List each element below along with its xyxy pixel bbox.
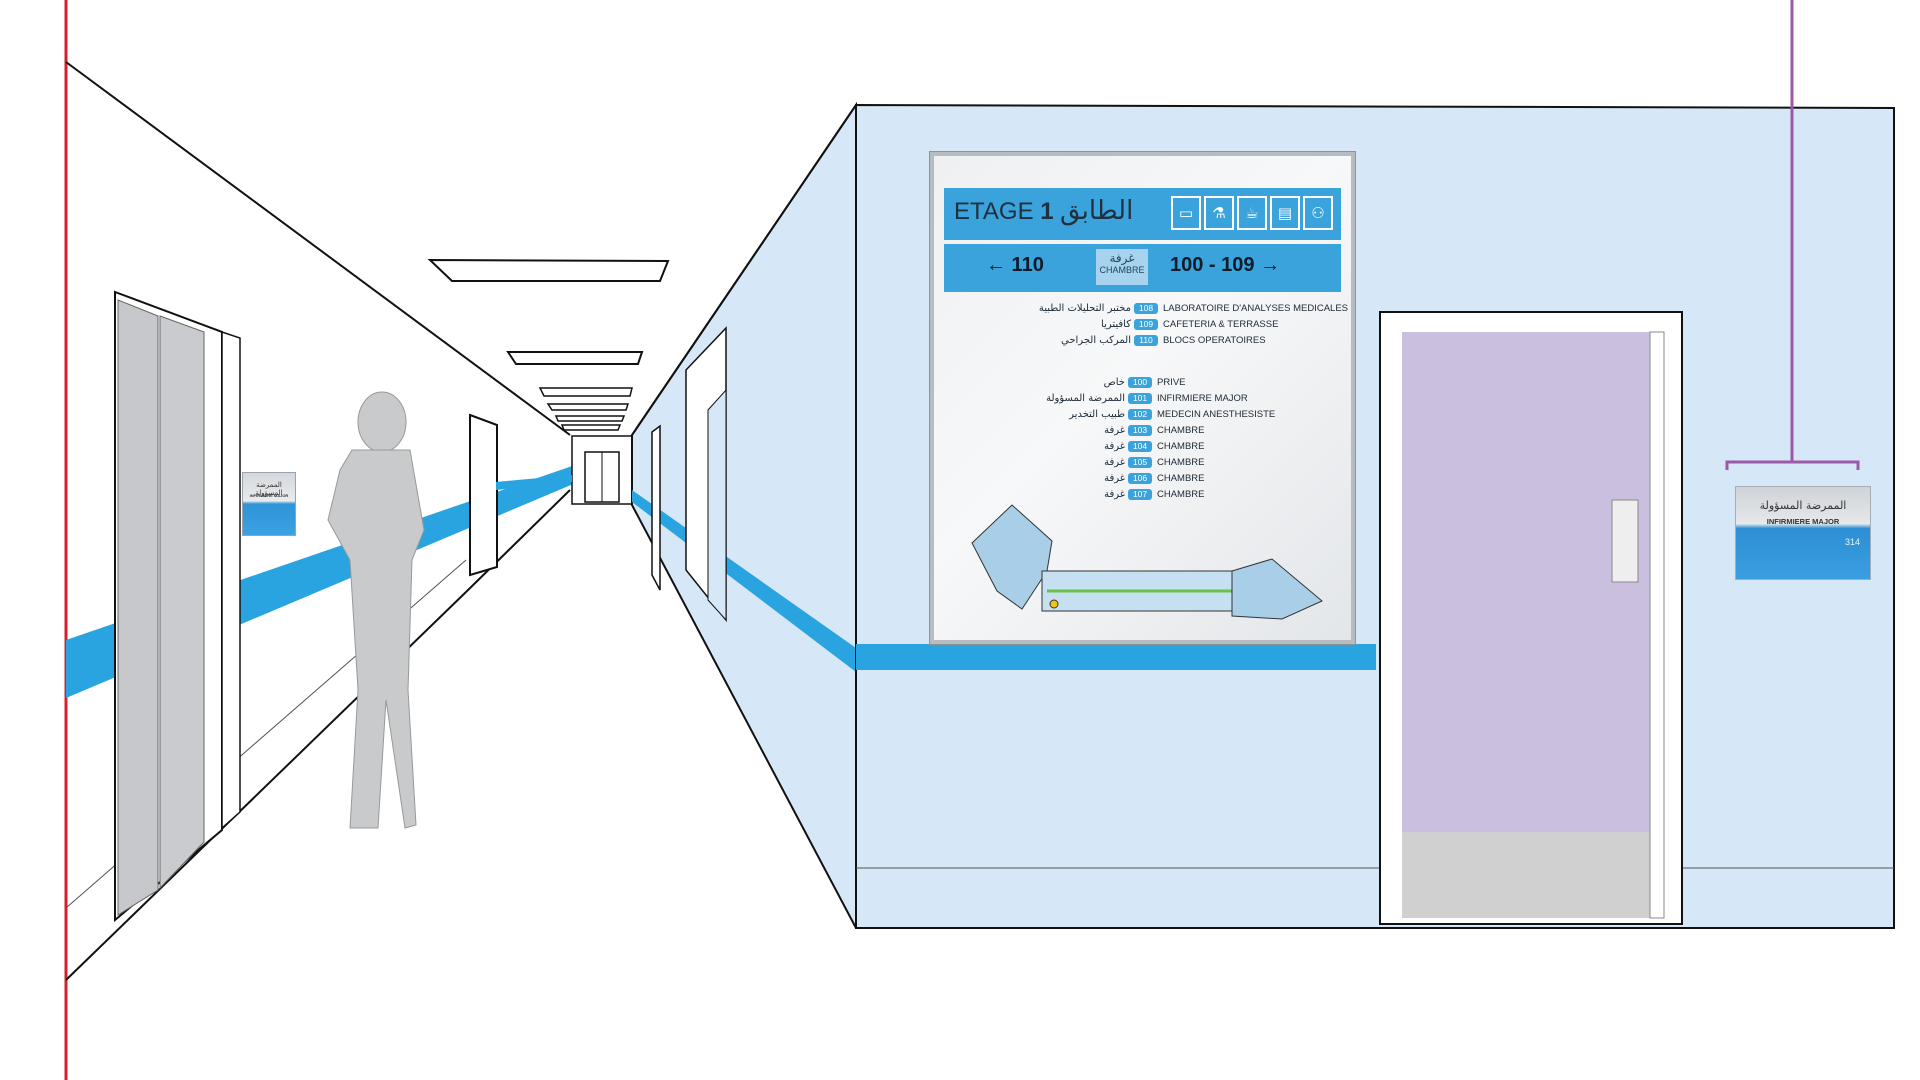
nav-right-arrow-text: 100 - 109 → bbox=[1170, 254, 1281, 276]
etage-number: 1 bbox=[1040, 198, 1054, 225]
row-ar: كافيتريا bbox=[1101, 319, 1131, 330]
ceiling-light-6 bbox=[560, 424, 622, 431]
plate-title-ar: الممرضة المسؤولة bbox=[1759, 499, 1847, 512]
etage-text: ETAGE bbox=[954, 198, 1034, 225]
row-ar: غرفة bbox=[1104, 457, 1125, 468]
plate-room-number: 314 bbox=[1844, 537, 1860, 547]
floor-plan-east-wing bbox=[1231, 558, 1323, 620]
left-door-2 bbox=[469, 413, 498, 577]
people-icon: ⚇ bbox=[1303, 196, 1333, 230]
lift-door-right bbox=[159, 315, 205, 890]
floor-plan-west-wing bbox=[971, 504, 1053, 610]
floor-plan-map bbox=[971, 504, 1323, 620]
left-door-3 bbox=[221, 330, 241, 830]
row-ar: المركب الجراحي bbox=[1061, 335, 1131, 346]
ceiling-light-5 bbox=[554, 415, 626, 422]
row-num: 102 bbox=[1128, 409, 1152, 420]
right-door-3 bbox=[707, 388, 727, 622]
row-ar: غرفة bbox=[1104, 473, 1125, 484]
plate-title-fr: INFIRMIERE MAJOR bbox=[1766, 517, 1840, 526]
ceiling-light-4 bbox=[546, 403, 630, 411]
row-fr: BLOCS OPERATOIRES bbox=[1163, 335, 1266, 347]
door-jamb bbox=[1649, 331, 1665, 919]
ceiling-light-3 bbox=[538, 387, 633, 397]
row-fr: CHAMBRE bbox=[1157, 457, 1205, 469]
far-plate-title-fr: INFIRMIERE MAJOR bbox=[249, 493, 289, 498]
row-num: 108 bbox=[1134, 303, 1158, 314]
row-ar: مختبر التحليلات الطبية bbox=[1038, 303, 1131, 314]
room-door-plate: الممرضة المسؤولة INFIRMIERE MAJOR 314 bbox=[1735, 486, 1871, 580]
ceiling-light-1 bbox=[427, 258, 670, 282]
row-num: 101 bbox=[1128, 393, 1152, 404]
directory-nav-bar: ← 110 غرفة CHAMBRE 100 - 109 → bbox=[944, 244, 1341, 292]
row-fr: CHAMBRE bbox=[1157, 441, 1205, 453]
floor-label: ETAGE 1 bbox=[954, 198, 1054, 226]
far-plate-title-ar: الممرضة المسؤولة bbox=[255, 481, 283, 497]
directory-pictograms: ▭ ⚗ ☕ ▤ ⚇ bbox=[1171, 196, 1333, 230]
corridor-end-stripe-left bbox=[496, 475, 572, 490]
door-handle-plate[interactable] bbox=[1611, 499, 1639, 583]
right-corridor-ceiling-edge bbox=[631, 104, 857, 436]
row-ar: غرفة bbox=[1104, 425, 1125, 436]
row-fr: LABORATOIRE D'ANALYSES MEDICALES bbox=[1163, 303, 1349, 315]
nav-left-arrow-text: ← 110 bbox=[986, 254, 1044, 276]
row-num: 100 bbox=[1128, 377, 1152, 388]
door-kickplate bbox=[1402, 832, 1650, 918]
lift-door-left bbox=[117, 299, 159, 916]
nav-room-label-fr: CHAMBRE bbox=[1099, 265, 1145, 275]
floor-plan-marker bbox=[1049, 599, 1059, 609]
row-num: 107 bbox=[1128, 489, 1152, 500]
door-leaf bbox=[1402, 332, 1650, 832]
row-fr: CHAMBRE bbox=[1157, 489, 1205, 501]
directory-header: ETAGE 1 الطابق ▭ ⚗ ☕ ▤ ⚇ bbox=[944, 188, 1341, 240]
row-fr: CHAMBRE bbox=[1157, 425, 1205, 437]
row-fr: CAFETERIA & TERRASSE bbox=[1163, 319, 1279, 331]
main-wall-stripe bbox=[856, 644, 1376, 670]
row-num: 109 bbox=[1134, 319, 1158, 330]
ceiling-light-2 bbox=[506, 351, 644, 365]
left-wall-top-edge bbox=[65, 61, 571, 436]
nav-room-label-ar: غرفة bbox=[1109, 251, 1135, 265]
nav-room-label: غرفة CHAMBRE bbox=[1096, 249, 1148, 285]
left-wall-floor-edge bbox=[65, 489, 571, 981]
row-fr: INFIRMIERE MAJOR bbox=[1157, 393, 1248, 405]
row-num: 103 bbox=[1128, 425, 1152, 436]
far-room-plate: الممرضة المسؤولة INFIRMIERE MAJOR bbox=[242, 472, 296, 536]
row-ar: طبيب التخدير bbox=[1069, 409, 1125, 420]
row-ar: الممرضة المسؤولة bbox=[1046, 393, 1125, 404]
floor-directory-sign: ETAGE 1 الطابق ▭ ⚗ ☕ ▤ ⚇ ← 110 غرفة CHAM… bbox=[930, 152, 1355, 644]
row-num: 106 bbox=[1128, 473, 1152, 484]
guide-bracket-purple bbox=[1725, 460, 1860, 470]
row-ar: غرفة bbox=[1104, 441, 1125, 452]
person-silhouette bbox=[327, 391, 425, 829]
reception-desk-icon: ▤ bbox=[1270, 196, 1300, 230]
row-num: 110 bbox=[1134, 335, 1158, 346]
row-num: 104 bbox=[1128, 441, 1152, 452]
row-num: 105 bbox=[1128, 457, 1152, 468]
row-fr: MEDECIN ANESTHESISTE bbox=[1157, 409, 1276, 421]
row-ar: خاص bbox=[1103, 377, 1125, 388]
bed-icon: ▭ bbox=[1171, 196, 1201, 230]
right-door-1 bbox=[651, 424, 661, 591]
row-fr: PRIVE bbox=[1157, 377, 1186, 389]
row-fr: CHAMBRE bbox=[1157, 473, 1205, 485]
lab-flask-icon: ⚗ bbox=[1204, 196, 1234, 230]
coffee-icon: ☕ bbox=[1237, 196, 1267, 230]
floor-label-arabic: الطابق bbox=[1060, 196, 1134, 226]
row-ar: غرفة bbox=[1104, 489, 1125, 500]
